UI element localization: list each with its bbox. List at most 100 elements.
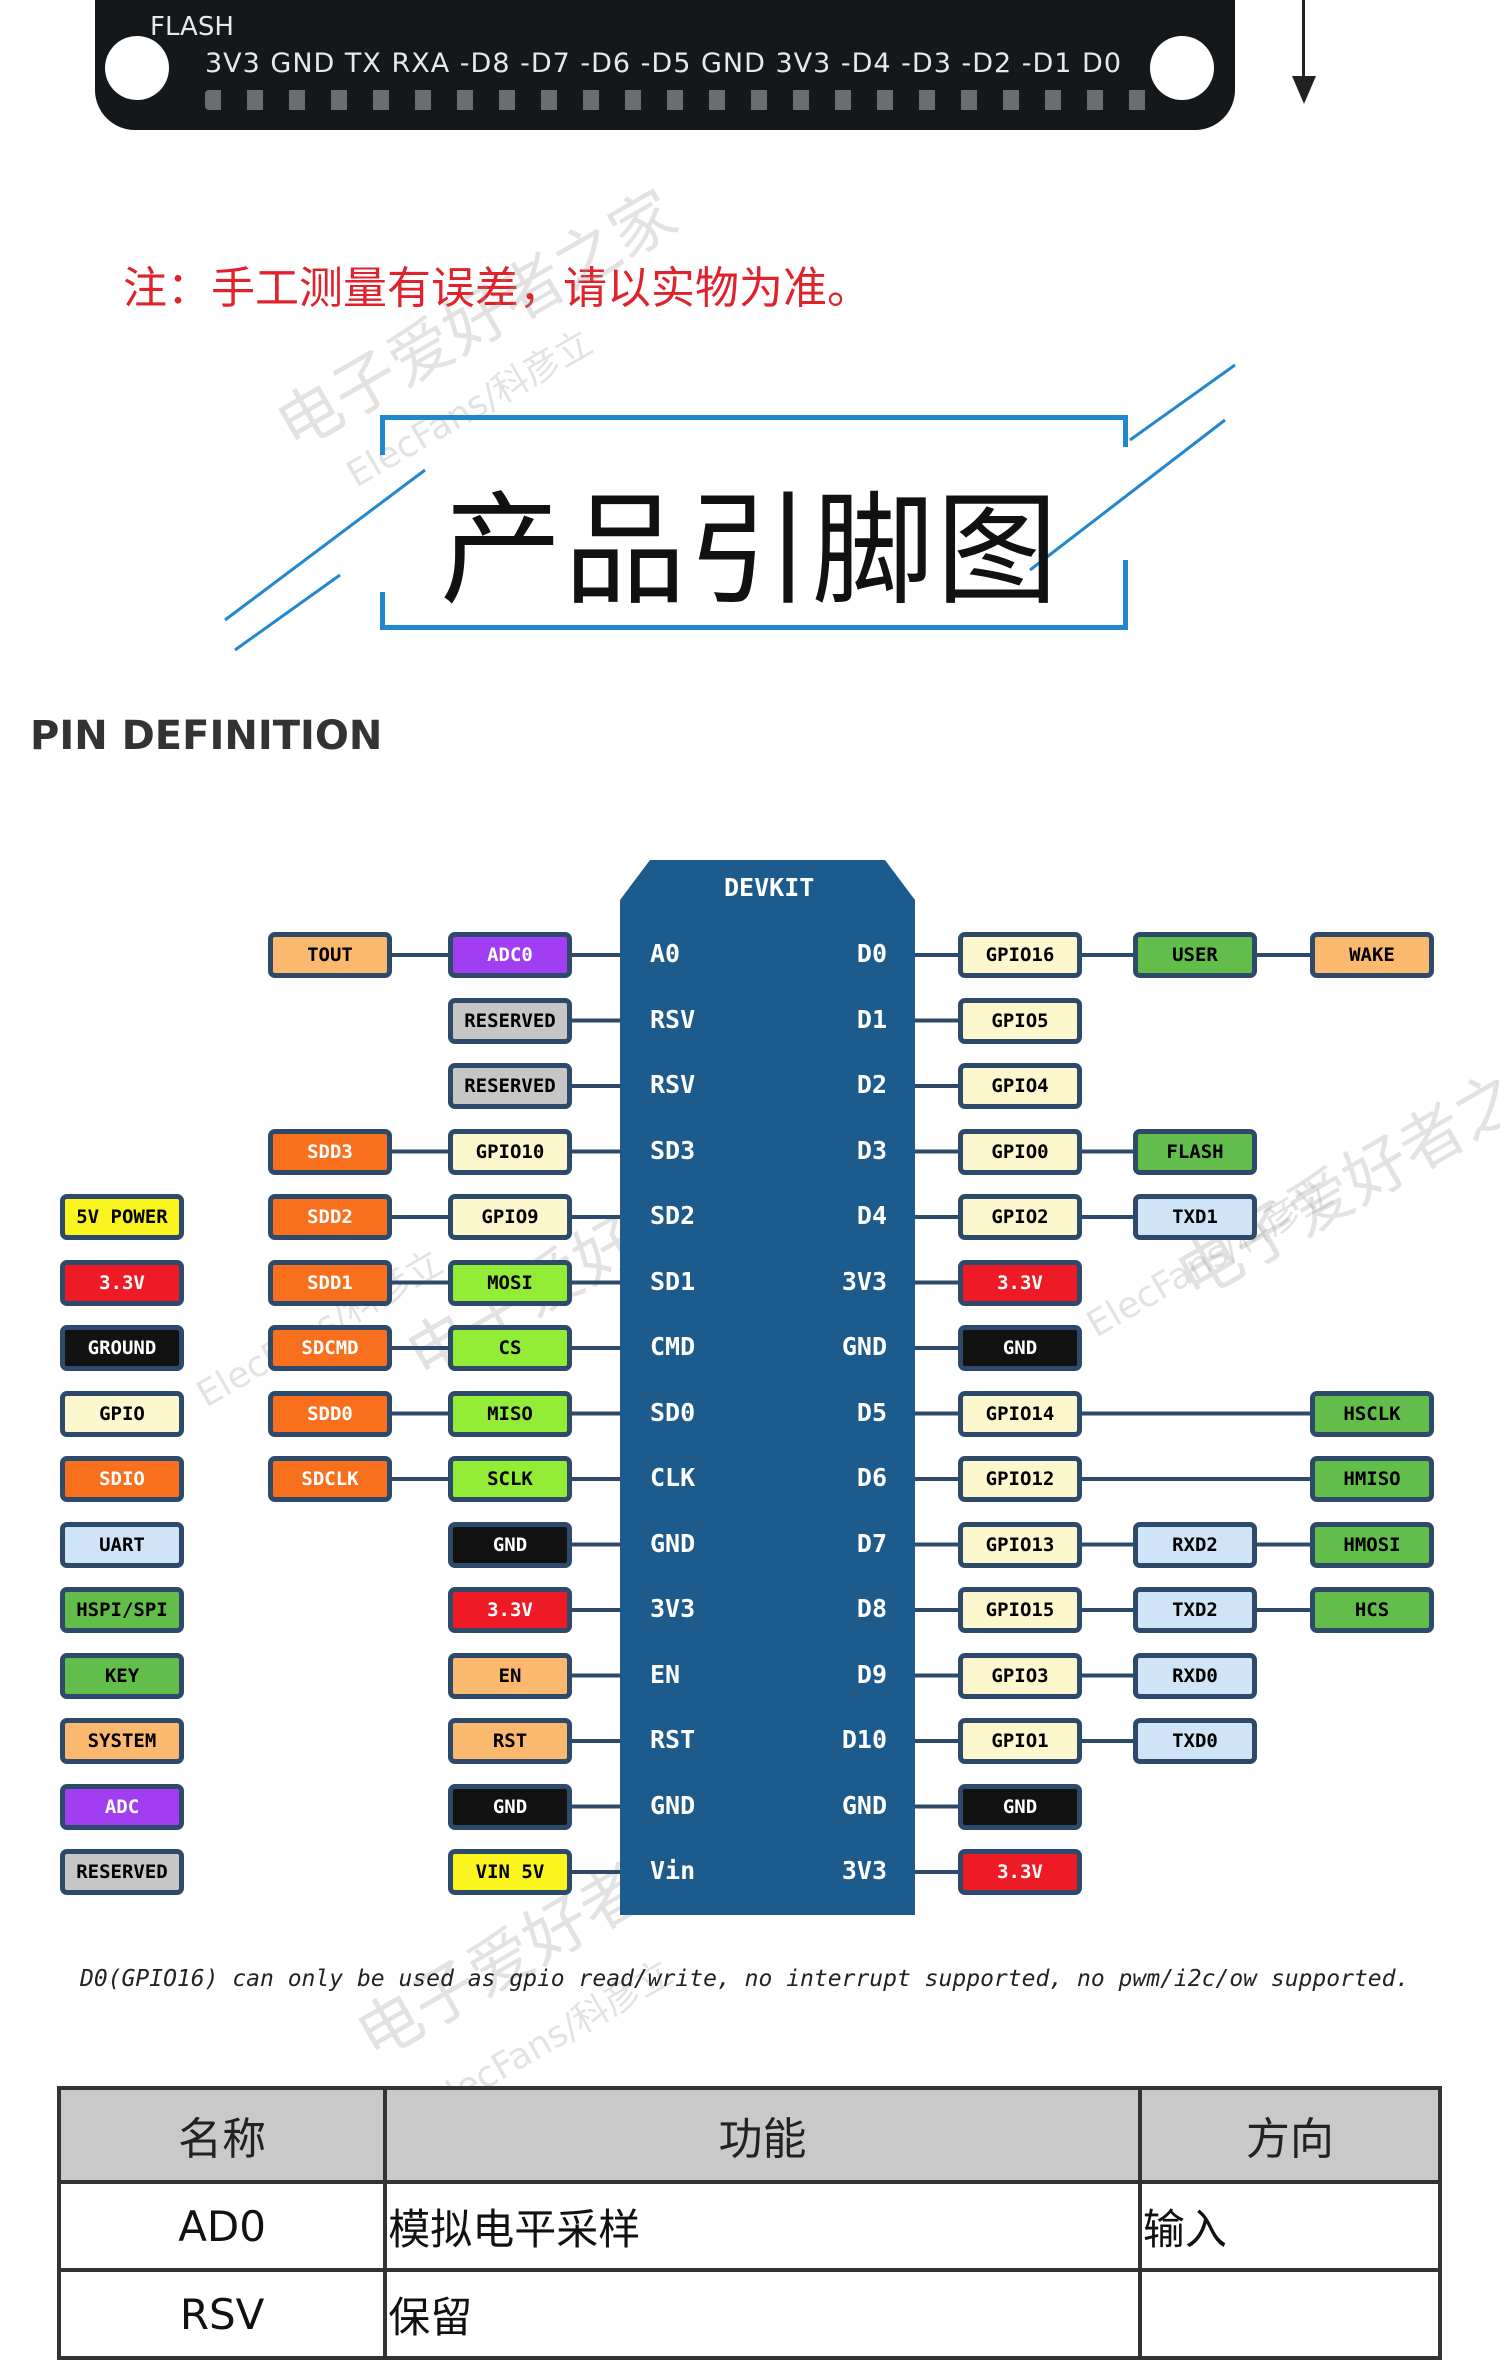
- cell-name: AD0: [56, 2180, 388, 2272]
- pin-function-box: MOSI: [448, 1259, 572, 1306]
- pin-function-box: RST: [448, 1718, 572, 1764]
- decor-line: [1129, 363, 1236, 442]
- cell-function: 模拟电平采样: [383, 2180, 1142, 2272]
- legend-item: SYSTEM: [60, 1718, 184, 1764]
- pin-function-box: GPIO9: [448, 1194, 572, 1240]
- pin-alt-function-box: HSCLK: [1310, 1390, 1434, 1437]
- decor-line: [1029, 418, 1226, 572]
- pin-header-strip: [205, 90, 1165, 110]
- chip-pin-label-right: D5: [856, 1397, 887, 1427]
- decor-line: [234, 573, 341, 652]
- pin-function-box: GND: [448, 1783, 572, 1830]
- chip-pin-label-left: RST: [650, 1725, 696, 1754]
- chip-pin-label-left: GND: [650, 1790, 696, 1820]
- legend-item: HSPI/SPI: [60, 1587, 184, 1633]
- chip-pin-label-right: D6: [856, 1463, 887, 1492]
- pin-function-box: 3.3V: [448, 1587, 572, 1633]
- pin-function-box: CS: [448, 1325, 572, 1371]
- chip-pin-label-left: RSV: [650, 1070, 696, 1099]
- chip-pin-label-right: D7: [856, 1528, 887, 1558]
- pin-function-box: GND: [448, 1521, 572, 1568]
- chip-pin-label-left: RSV: [650, 1004, 696, 1034]
- legend-item: 5V POWER: [60, 1194, 184, 1240]
- pin-function-box: GPIO13: [958, 1521, 1082, 1568]
- title-frame: [1123, 415, 1128, 447]
- chip-pin-label-right: D9: [856, 1659, 887, 1689]
- chip-pin-label-left: CLK: [650, 1463, 696, 1492]
- title-frame: [1123, 560, 1128, 630]
- pin-function-box: GPIO10: [448, 1128, 572, 1175]
- pin-alt-function-box: TOUT: [268, 932, 392, 978]
- pin-alt-function-box: TXD0: [1133, 1718, 1257, 1764]
- legend-item: UART: [60, 1521, 184, 1568]
- header-function: 功能: [383, 2086, 1142, 2184]
- pin-alt-function-box: SDCMD: [268, 1325, 392, 1371]
- board-pin-silkscreen: 3V3 GND TX RXA -D8 -D7 -D6 -D5 GND 3V3 -…: [205, 48, 1123, 79]
- pin-alt-function-box: SDCLK: [268, 1456, 392, 1502]
- table-row: RSV 保留: [56, 2268, 1443, 2360]
- chip-pin-label-right: 3V3: [841, 1266, 887, 1296]
- chip-pin-label-right: GND: [841, 1790, 887, 1820]
- chip-pin-label-left: SD3: [650, 1135, 696, 1165]
- pin-alt-function-box: FLASH: [1133, 1128, 1257, 1175]
- cell-function: 保留: [383, 2268, 1142, 2360]
- board-photo: FLASH 3V3 GND TX RXA -D8 -D7 -D6 -D5 GND…: [95, 0, 1235, 130]
- chip-pin-label-left: SD0: [650, 1397, 696, 1427]
- cell-direction: [1137, 2268, 1443, 2360]
- section-title: 产品引脚图: [440, 480, 1060, 622]
- chip-pin-label-left: 3V3: [650, 1594, 696, 1623]
- table-header-row: 名称 功能 方向: [56, 2086, 1443, 2184]
- pin-function-box: EN: [448, 1652, 572, 1699]
- legend-item: KEY: [60, 1652, 184, 1699]
- pin-function-box: GPIO0: [958, 1128, 1082, 1175]
- dimension-arrow-head: [1292, 76, 1316, 104]
- board-flash-label: FLASH: [150, 12, 234, 42]
- dimension-arrow-line: [1302, 0, 1305, 82]
- pin-function-box: GND: [958, 1783, 1082, 1830]
- legend-item: GPIO: [60, 1390, 184, 1437]
- pin-function-box: GPIO1: [958, 1718, 1082, 1764]
- pin-function-box: GPIO16: [958, 932, 1082, 978]
- pin-function-box: VIN 5V: [448, 1849, 572, 1895]
- pin-alt-function-box: USER: [1133, 932, 1257, 978]
- decor-line: [224, 468, 426, 622]
- mounting-hole: [105, 36, 169, 100]
- pin-function-box: GPIO3: [958, 1652, 1082, 1699]
- chip-pin-label-right: D10: [841, 1725, 887, 1754]
- pin-alt-function-box: WAKE: [1310, 932, 1434, 978]
- pin-alt-function-box: RXD2: [1133, 1521, 1257, 1568]
- pin-function-box: SCLK: [448, 1456, 572, 1502]
- mounting-hole: [1150, 36, 1214, 100]
- legend-item: RESERVED: [60, 1849, 184, 1895]
- header-direction: 方向: [1137, 2086, 1443, 2184]
- pin-alt-function-box: HMISO: [1310, 1456, 1434, 1502]
- pin-alt-function-box: TXD1: [1133, 1194, 1257, 1240]
- chip-pin-label-left: Vin: [650, 1856, 696, 1885]
- chip-pin-label-right: D4: [856, 1201, 887, 1230]
- pin-function-table: 名称 功能 方向 AD0 模拟电平采样 输入 RSV 保留: [56, 2086, 1443, 2360]
- footnote: D0(GPIO16) can only be used as gpio read…: [80, 1966, 1410, 1992]
- chip-pin-label-left: GND: [650, 1528, 696, 1558]
- chip-pin-label-right: 3V3: [841, 1856, 887, 1885]
- pin-alt-function-box: RXD0: [1133, 1652, 1257, 1699]
- pin-alt-function-box: HCS: [1310, 1587, 1434, 1633]
- section-subtitle: PIN DEFINITION: [30, 713, 383, 759]
- chip-pin-label-right: D0: [856, 939, 887, 968]
- chip-pin-label-left: SD2: [650, 1201, 696, 1230]
- pin-alt-function-box: TXD2: [1133, 1587, 1257, 1633]
- cell-direction: 输入: [1137, 2180, 1443, 2272]
- pin-connectors: [392, 860, 1310, 1915]
- pin-function-box: ADC0: [448, 932, 572, 978]
- legend-item: GROUND: [60, 1325, 184, 1371]
- pin-function-box: GPIO5: [958, 997, 1082, 1044]
- pin-alt-function-box: SDD3: [268, 1128, 392, 1175]
- pin-alt-function-box: SDD0: [268, 1390, 392, 1437]
- chip-pin-label-left: A0: [650, 939, 681, 968]
- cell-name: RSV: [56, 2268, 388, 2360]
- title-frame: [380, 625, 1128, 630]
- title-frame: [380, 415, 1128, 420]
- table-row: AD0 模拟电平采样 输入: [56, 2180, 1443, 2272]
- pin-function-box: GPIO2: [958, 1194, 1082, 1240]
- title-frame: [380, 592, 385, 630]
- chip-pin-label-right: D3: [856, 1135, 887, 1165]
